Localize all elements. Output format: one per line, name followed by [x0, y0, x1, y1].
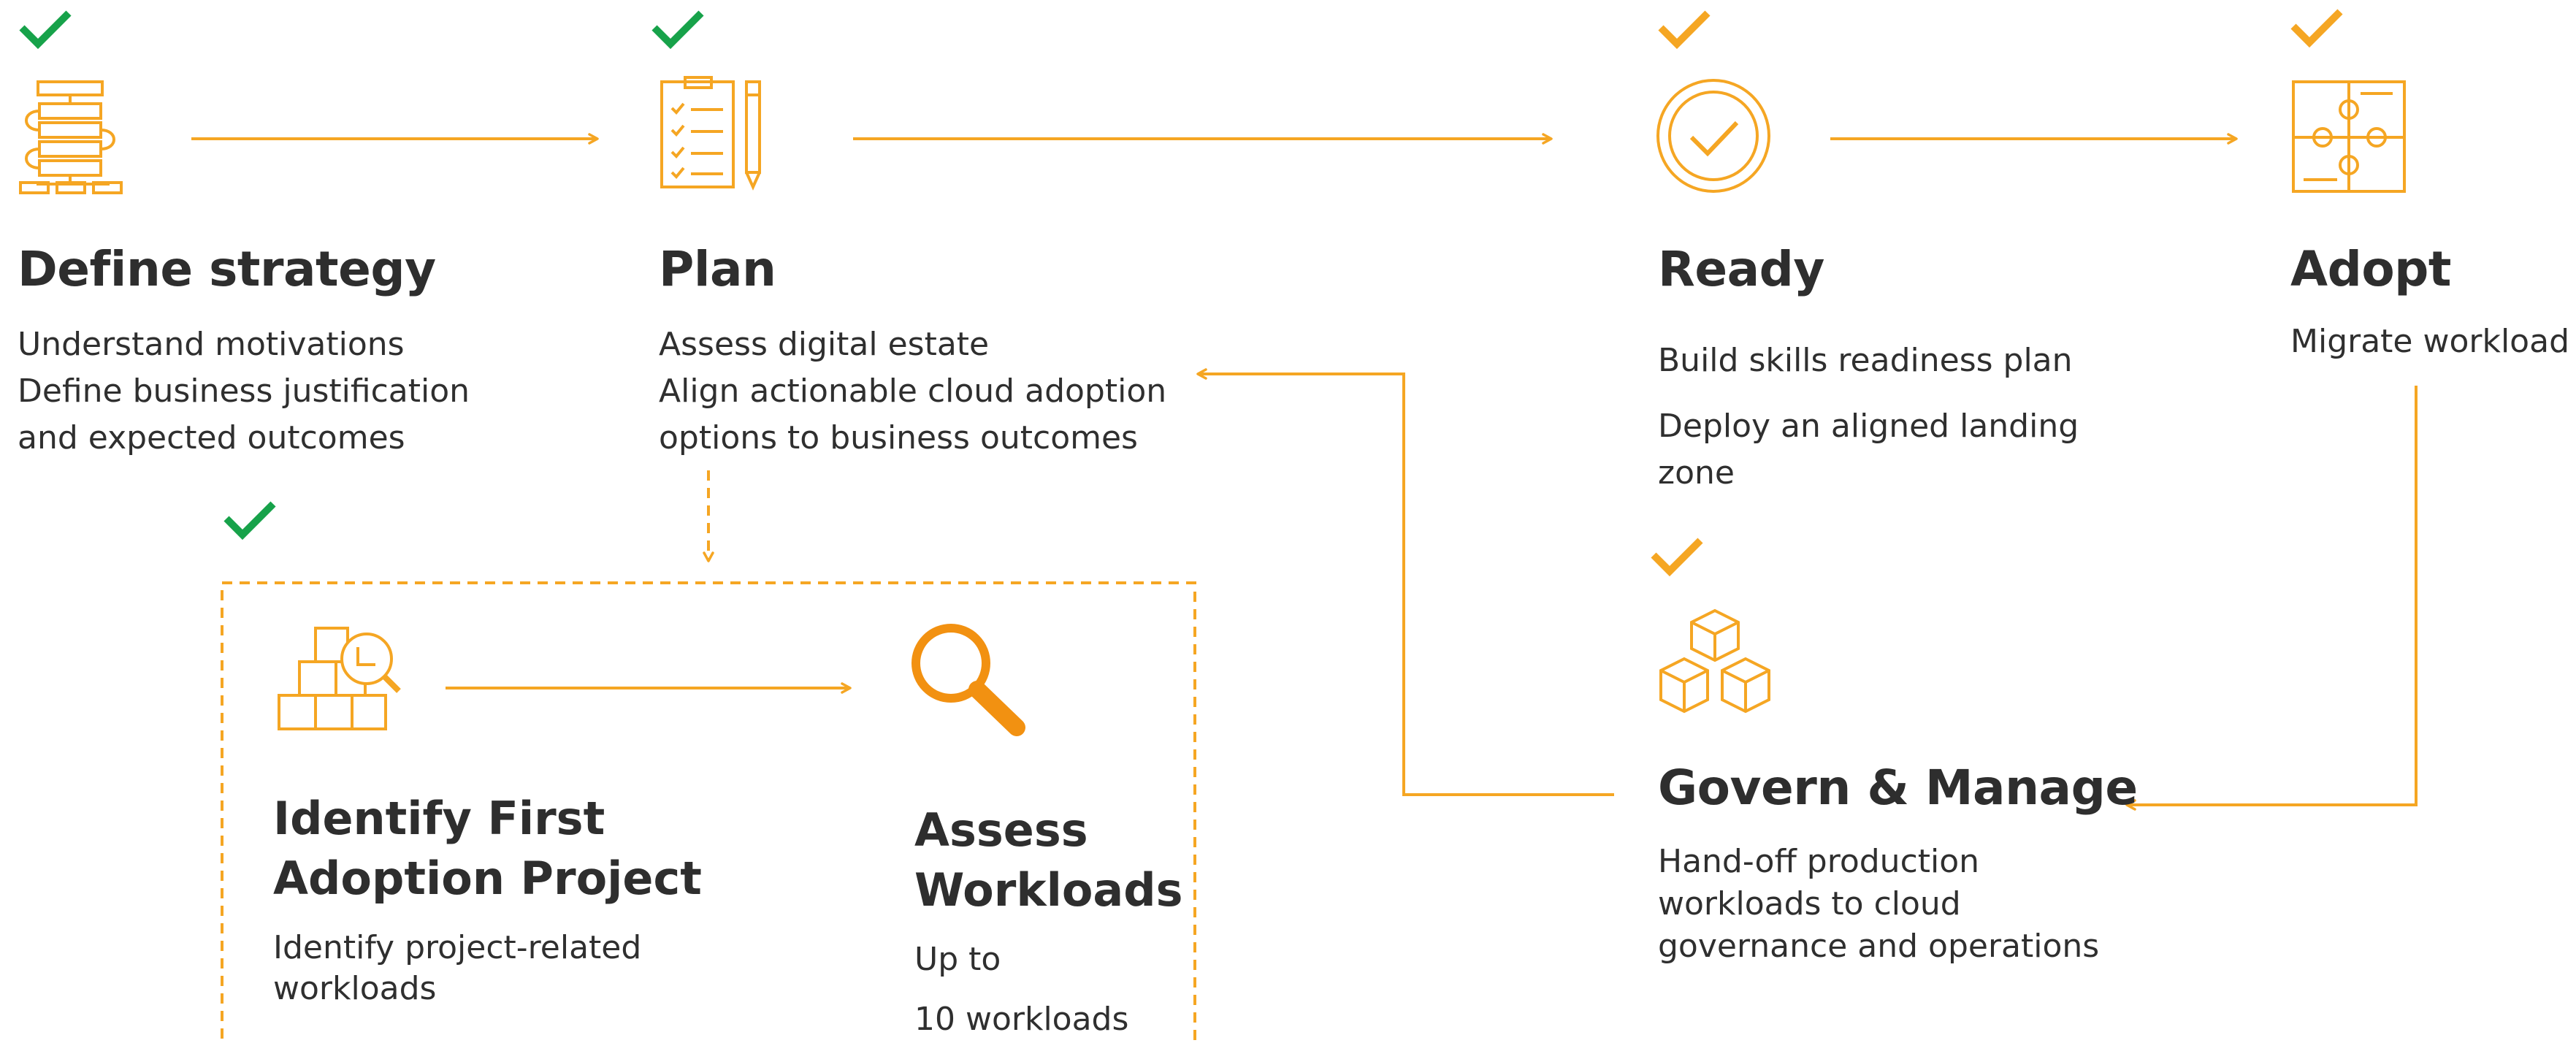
plan-line-3: options to business outcomes [659, 419, 1138, 456]
arrow-govern-to-plan [1196, 368, 1614, 796]
check-mark-icon [651, 10, 704, 50]
adopt-title: Adopt [2290, 241, 2451, 297]
ready-title: Ready [1658, 241, 1824, 297]
first-project-box [221, 581, 1196, 1041]
strategy-flowchart-icon [19, 80, 123, 194]
define-strategy-title: Define strategy [18, 241, 436, 297]
govern-line-1: Hand-off production [1658, 843, 1980, 880]
check-mark-icon [223, 501, 276, 540]
govern-title: Govern & Manage [1658, 760, 2138, 816]
define-strategy-line-3: and expected outcomes [18, 419, 405, 456]
magnifier-icon [911, 624, 1025, 736]
identify-title-line-2: Adoption Project [273, 852, 702, 905]
check-circle-icon [1656, 79, 1770, 193]
arrow-adopt-to-govern [2125, 386, 2418, 811]
boxes-search-icon [278, 627, 401, 730]
define-strategy-line-1: Understand motivations [18, 326, 405, 363]
assess-line-1: Up to [914, 941, 1001, 978]
assess-line-2: 10 workloads [914, 1001, 1129, 1038]
check-mark-icon [19, 10, 72, 50]
check-mark-icon [1658, 10, 1711, 50]
identify-line-2: workloads [273, 970, 437, 1007]
ready-line-3: zone [1658, 454, 1735, 492]
adopt-line-1: Migrate workload [2290, 323, 2569, 360]
ready-line-2: Deploy an aligned landing [1658, 408, 2079, 445]
check-mark-icon [2290, 9, 2343, 48]
identify-line-1: Identify project-related [273, 929, 642, 966]
check-mark-icon [1651, 538, 1703, 577]
identify-title-line-1: Identify First [273, 792, 605, 845]
connectors [191, 133, 2418, 1041]
plan-title: Plan [659, 241, 776, 297]
govern-line-3: governance and operations [1658, 928, 2100, 965]
govern-line-2: workloads to cloud [1658, 885, 1961, 922]
puzzle-icon [2292, 80, 2406, 193]
ready-line-1: Build skills readiness plan [1658, 342, 2073, 379]
assess-title-line-1: Assess [914, 803, 1088, 857]
plan-line-1: Assess digital estate [659, 326, 990, 363]
define-strategy-line-2: Define business justification [18, 372, 470, 410]
cubes-icon [1659, 608, 1770, 714]
plan-line-2: Align actionable cloud adoption [659, 372, 1167, 410]
assess-title-line-2: Workloads [914, 863, 1183, 917]
checklist-document-icon [660, 76, 761, 191]
